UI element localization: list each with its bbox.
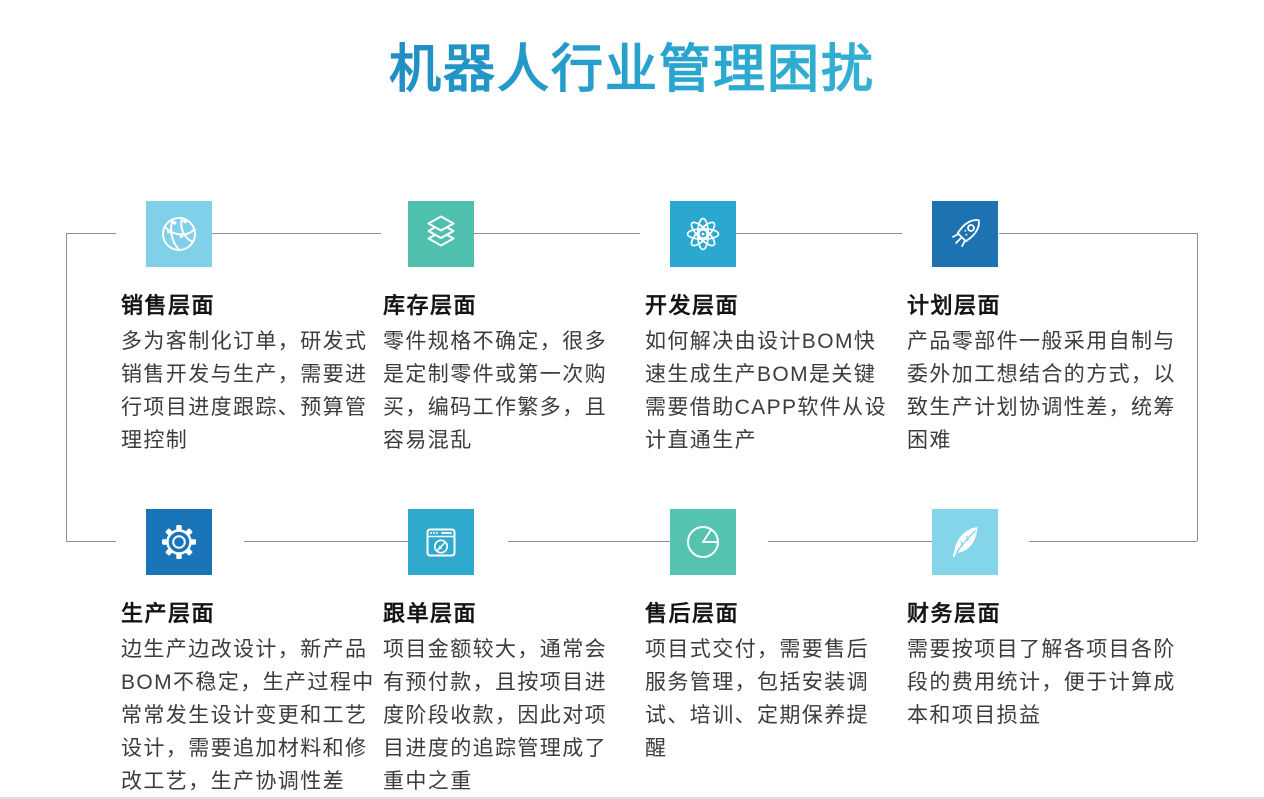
- item-body: 边生产边改设计，新产品 BOM不稳定，生产过程中 常常发生设计变更和工艺 设计，…: [121, 638, 375, 793]
- item-card-sales: 销售层面 多为客制化订单，研发式 销售开发与生产，需要进 行项目进度跟踪、预算管…: [121, 201, 421, 457]
- item-body: 项目式交付，需要售后 服务管理，包括安装调 试、培训、定期保养提 醒: [645, 638, 869, 760]
- page-title: 机器人行业管理困扰: [0, 40, 1264, 100]
- item-title: 跟单层面: [383, 601, 478, 626]
- item-card-production: 生产层面 边生产边改设计，新产品 BOM不稳定，生产过程中 常常发生设计变更和工…: [121, 509, 421, 798]
- connector-line: [474, 233, 640, 235]
- item-body: 需要按项目了解各项目各阶 段的费用统计，便于计算成 本和项目损益: [907, 638, 1176, 727]
- layers-icon: [408, 201, 474, 267]
- item-title: 开发层面: [645, 293, 740, 318]
- item-body: 如何解决由设计BOM快 速生成生产BOM是关键 需要借助CAPP软件从设 计直通…: [645, 330, 887, 452]
- gear-icon: [146, 509, 212, 575]
- item-body: 零件规格不确定，很多 是定制零件或第一次购 买，编码工作繁多，且 容易混乱: [383, 330, 607, 452]
- browser-compass-icon: [408, 509, 474, 575]
- item-title: 财务层面: [907, 601, 1002, 626]
- connector-line: [244, 541, 408, 543]
- connector-line: [212, 233, 381, 235]
- rocket-icon: [932, 201, 998, 267]
- bottom-border: [0, 797, 1264, 799]
- item-title: 生产层面: [121, 601, 216, 626]
- item-body: 多为客制化订单，研发式 销售开发与生产，需要进 行项目进度跟踪、预算管 理控制: [121, 330, 368, 452]
- connector-line: [768, 541, 933, 543]
- item-card-after-sales: 售后层面 项目式交付，需要售后 服务管理，包括安装调 试、培训、定期保养提 醒: [645, 509, 945, 765]
- connector-line: [1197, 233, 1199, 541]
- connector-line: [508, 541, 670, 543]
- item-card-development: 开发层面 如何解决由设计BOM快 速生成生产BOM是关键 需要借助CAPP软件从…: [645, 201, 945, 457]
- item-card-inventory: 库存层面 零件规格不确定，很多 是定制零件或第一次购 买，编码工作繁多，且 容易…: [383, 201, 683, 457]
- item-card-order-tracking: 跟单层面 项目金额较大，通常会 有预付款，且按项目进 度阶段收款，因此对项 目进…: [383, 509, 683, 798]
- connector-line: [66, 541, 116, 543]
- item-title: 售后层面: [645, 601, 740, 626]
- feather-icon: [932, 509, 998, 575]
- item-title: 销售层面: [121, 293, 216, 318]
- atom-icon: [670, 201, 736, 267]
- item-body: 产品零部件一般采用自制与 委外加工想结合的方式，以 致生产计划协调性差，统筹 困…: [907, 330, 1176, 452]
- item-card-finance: 财务层面 需要按项目了解各项目各阶 段的费用统计，便于计算成 本和项目损益: [907, 509, 1207, 732]
- connector-line: [1029, 541, 1197, 543]
- connector-line: [736, 233, 902, 235]
- item-card-planning: 计划层面 产品零部件一般采用自制与 委外加工想结合的方式，以 致生产计划协调性差…: [907, 201, 1207, 457]
- connector-line: [999, 233, 1197, 235]
- globe-network-icon: [146, 201, 212, 267]
- item-title: 计划层面: [907, 293, 1002, 318]
- item-body: 项目金额较大，通常会 有预付款，且按项目进 度阶段收款，因此对项 目进度的追踪管…: [383, 638, 607, 793]
- connector-line: [66, 233, 116, 235]
- connector-line: [66, 233, 68, 541]
- pie-chart-icon: [670, 509, 736, 575]
- item-title: 库存层面: [383, 293, 478, 318]
